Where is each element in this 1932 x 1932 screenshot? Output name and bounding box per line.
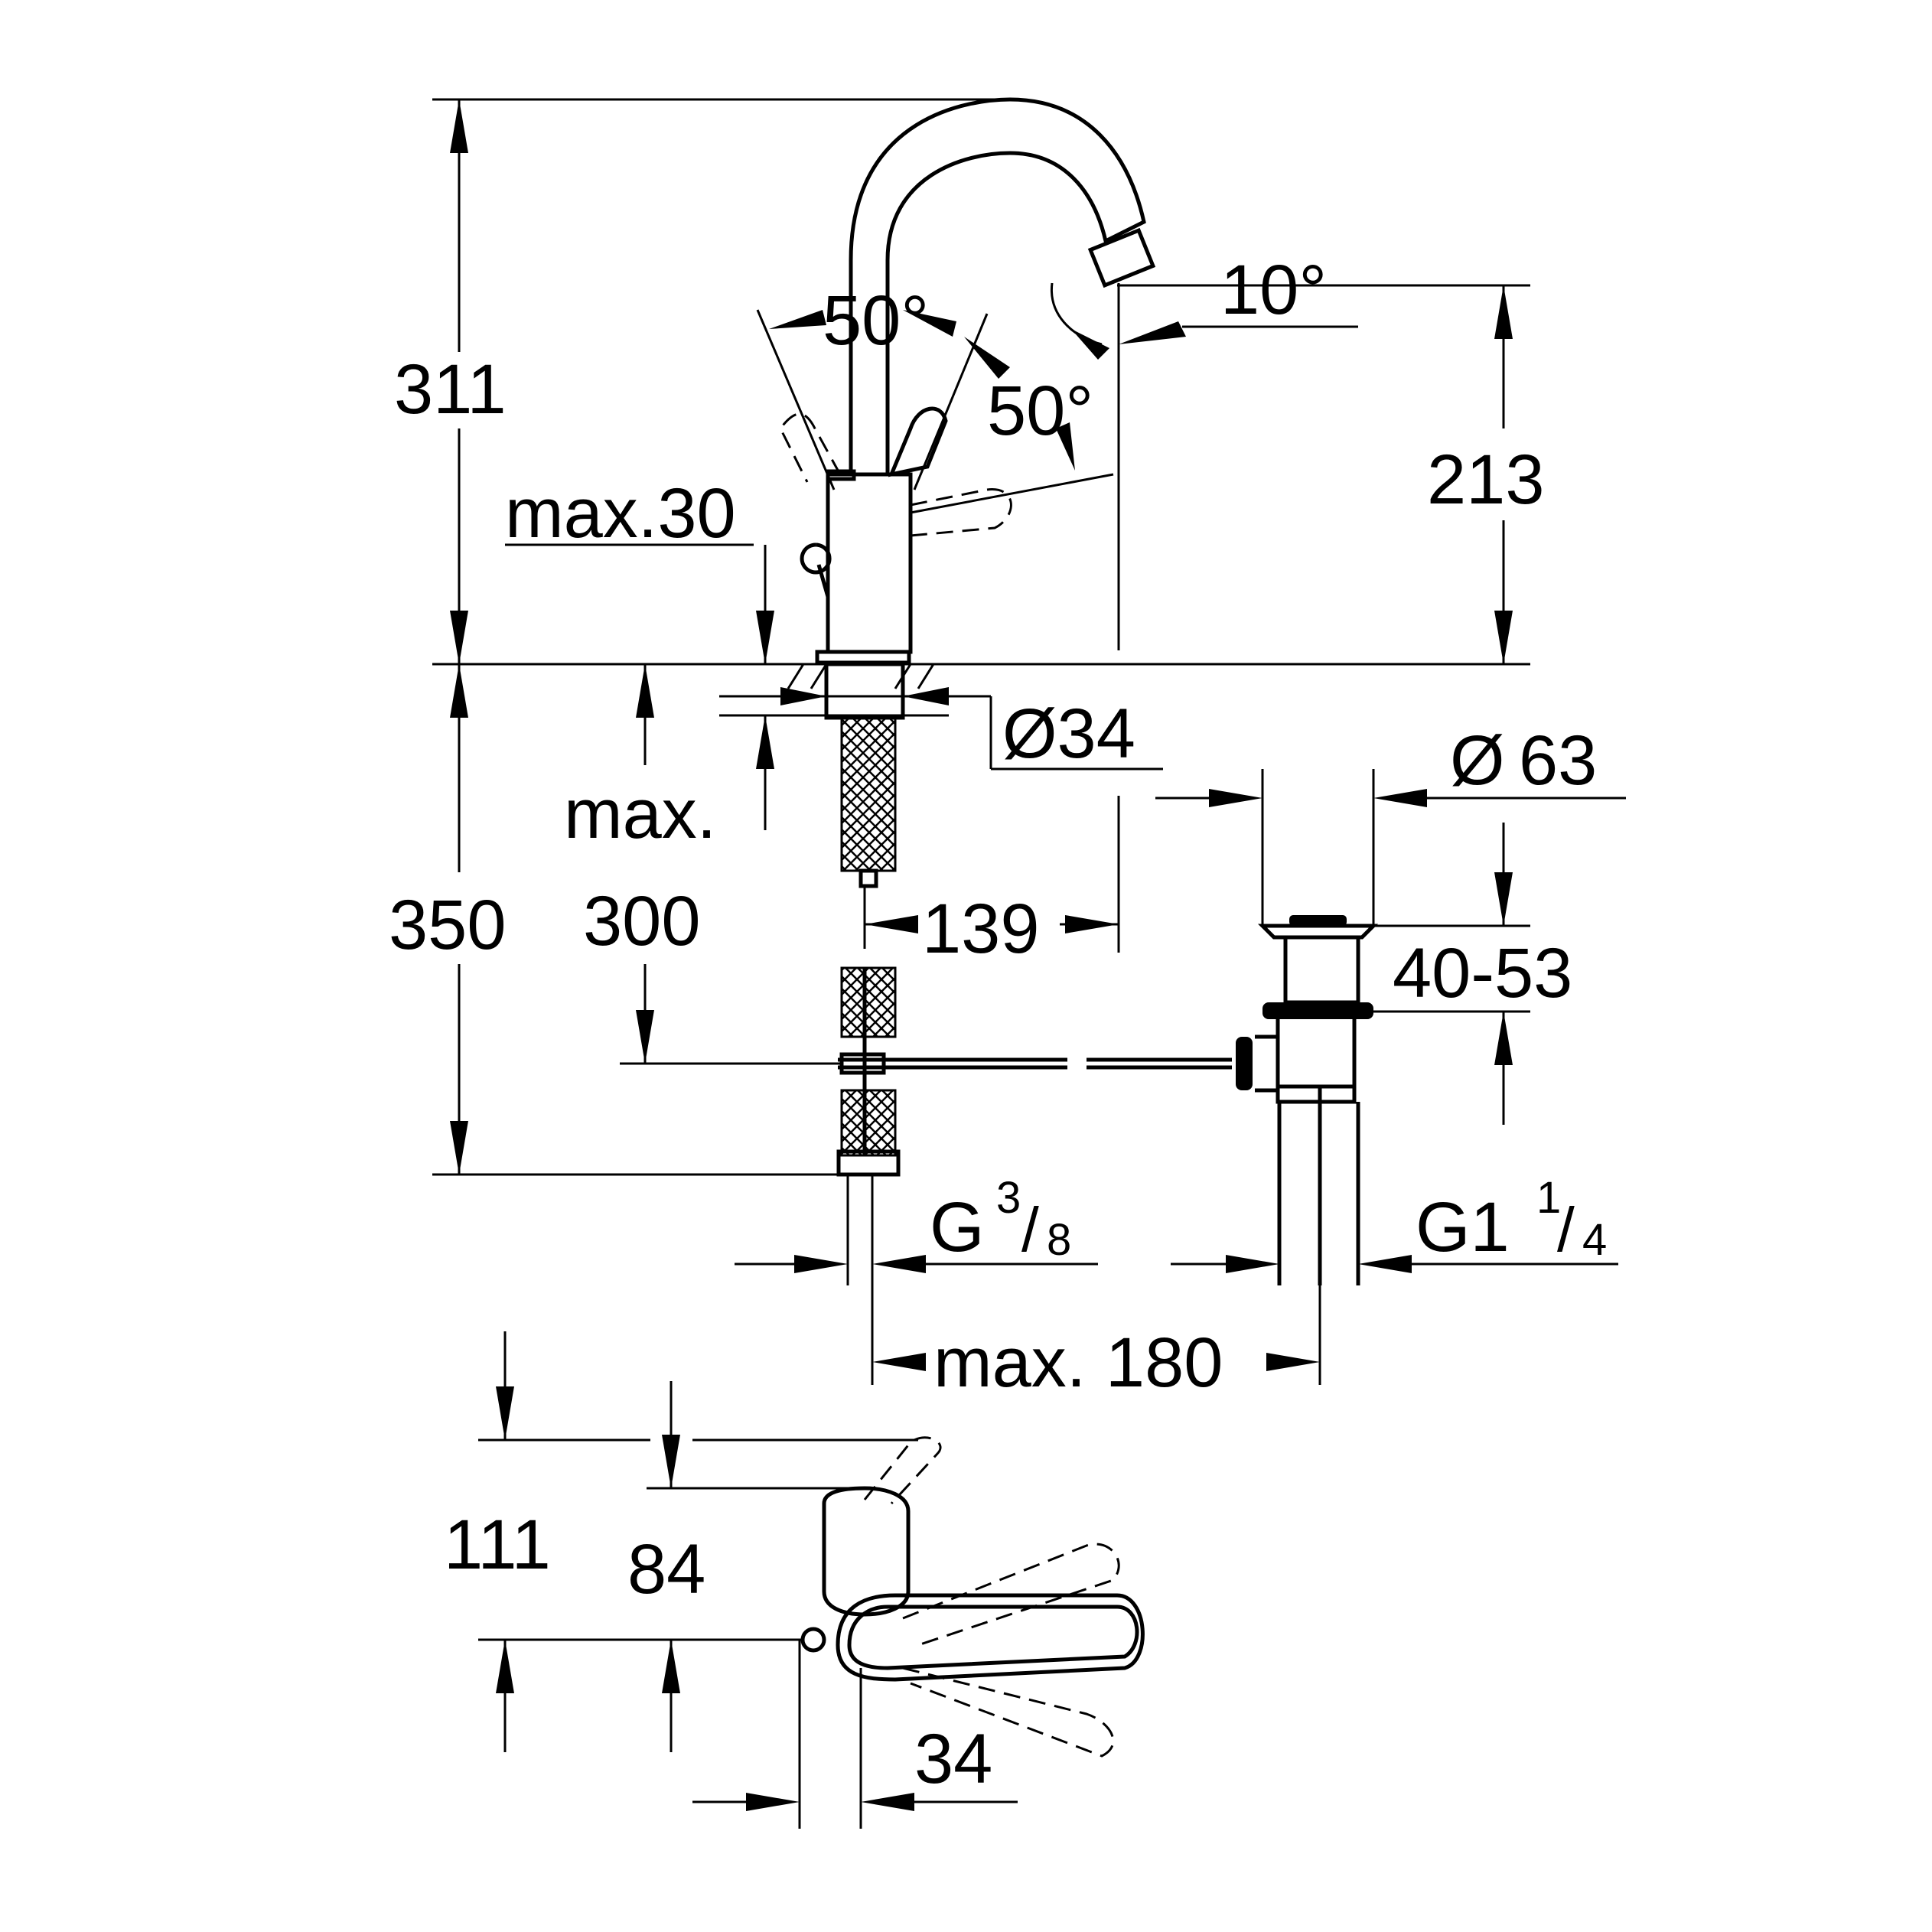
label-139: 139 (922, 890, 1040, 968)
dim-top-111 (478, 1331, 918, 1752)
dim-g38 (735, 1255, 1098, 1273)
label-g38-base: G (930, 1188, 985, 1266)
lever-dashed-right (910, 488, 1012, 537)
dim-top-34 (692, 1793, 1018, 1811)
label-top-34: 34 (914, 1720, 992, 1798)
dim-max180 (871, 1285, 1321, 1385)
label-311: 311 (394, 350, 507, 428)
label-waste-dia-symbol: Ø (1450, 722, 1505, 800)
waste-assembly (1255, 915, 1379, 1285)
dim-213 (1117, 284, 1530, 664)
label-hole-34: Ø34 (1002, 695, 1135, 773)
label-g114-num: 1 (1536, 1173, 1561, 1223)
label-top-84: 84 (627, 1530, 705, 1608)
pull-rod (838, 1037, 1253, 1090)
label-max180: max. 180 (933, 1324, 1223, 1402)
lever-solid (888, 406, 948, 477)
label-g38-slash: / (1021, 1195, 1039, 1265)
dim-waste-63 (1155, 769, 1626, 926)
label-g114-base: G1 (1416, 1188, 1510, 1266)
tap-top-view (798, 1436, 1145, 1829)
tap-base-plate (815, 650, 911, 665)
dim-max30 (505, 543, 774, 830)
label-g38-num: 3 (996, 1173, 1021, 1223)
lever-dashed-left (779, 412, 842, 483)
spout-outer (849, 97, 1146, 474)
label-g114-den: 4 (1582, 1215, 1607, 1265)
dim-top-84 (647, 1381, 849, 1752)
label-max: max. (564, 775, 716, 853)
dim-10deg (1071, 321, 1358, 360)
dim-50deg-arrows (769, 310, 1075, 471)
deck-fixing (719, 662, 949, 888)
tap-body (826, 472, 913, 654)
label-350: 350 (389, 886, 507, 964)
label-waste-63: 63 (1519, 722, 1597, 800)
label-50deg-right: 50° (987, 372, 1093, 450)
angle-guide-right (913, 313, 989, 490)
top-lever-dashed-back (863, 1436, 942, 1505)
label-max30: max.30 (505, 474, 736, 552)
supply-hose-upper (840, 716, 897, 872)
dim-300 (620, 664, 842, 1065)
label-50deg-left: 50° (823, 282, 929, 360)
top-lever-solid (847, 1605, 1139, 1670)
dim-g114 (1171, 1255, 1618, 1273)
angle-guide-low (910, 473, 1114, 514)
lever-pin (800, 542, 832, 598)
dim-hole-34 (780, 687, 1163, 771)
label-213: 213 (1427, 441, 1545, 519)
label-g114-slash: / (1557, 1195, 1575, 1265)
label-40-53: 40-53 (1393, 934, 1572, 1012)
dim-350 (432, 664, 842, 1176)
label-top-111: 111 (444, 1506, 551, 1584)
angle-guide-left (756, 309, 836, 490)
top-lever-dashed-down (902, 1666, 1115, 1758)
tap-front-view (756, 97, 1156, 665)
dim-139 (863, 796, 1120, 953)
label-300: 300 (583, 882, 701, 960)
dim-311 (432, 98, 1010, 664)
supply-hose-lower (836, 966, 901, 1285)
label-10deg: 10° (1220, 251, 1327, 329)
dim-40-53 (1373, 823, 1530, 1125)
aerator (1087, 227, 1156, 288)
label-g38-den: 8 (1047, 1215, 1071, 1265)
